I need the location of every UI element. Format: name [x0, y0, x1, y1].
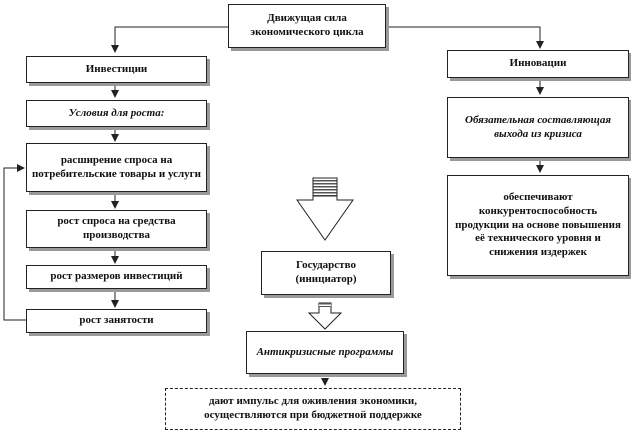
mandatory-component-box: Обязательная составляющая выхода из криз… — [447, 97, 629, 158]
investment-size-text: рост размеров инвестиций — [50, 270, 183, 283]
arrow-top-to-investments — [111, 26, 228, 53]
programs-text: Антикризисные программы — [256, 345, 394, 358]
innovations-text: Инновации — [509, 57, 567, 70]
feedback-loop-arrow — [3, 164, 26, 321]
large-block-arrow — [296, 177, 354, 241]
programs-box: Антикризисные программы — [246, 331, 404, 374]
investment-size-box: рост размеров инвестиций — [26, 265, 207, 289]
driving-force-box: Движущая сила экономического цикла — [228, 4, 386, 48]
result-box: дают импульс для оживления экономики, ос… — [165, 388, 461, 430]
competitiveness-box: обеспечивают конкурентоспособность проду… — [447, 175, 629, 276]
competitiveness-text: обеспечивают конкурентоспособность проду… — [455, 191, 621, 259]
demand-growth-box: расширение спроса на потребительские тов… — [26, 143, 207, 192]
innovations-box: Инновации — [447, 50, 629, 78]
state-box: Государство (инициатор) — [261, 251, 391, 295]
demand-growth-text: расширение спроса на потребительские тов… — [31, 153, 202, 180]
means-growth-box: рост спроса на средства производства — [26, 210, 207, 248]
state-text: Государство (инициатор) — [295, 259, 357, 285]
mandatory-component-text: Обязательная составляющая выхода из криз… — [465, 113, 611, 140]
result-text: дают импульс для оживления экономики, ос… — [204, 395, 422, 421]
investments-box: Инвестиции — [26, 56, 207, 83]
small-block-arrow — [307, 302, 343, 330]
driving-force-text: Движущая сила экономического цикла — [250, 12, 364, 38]
conditions-box: Условия для роста: — [26, 100, 207, 127]
arrow-top-to-innovations — [386, 26, 544, 49]
means-growth-text: рост спроса на средства производства — [57, 215, 176, 241]
conditions-text: Условия для роста: — [68, 106, 165, 119]
employment-box: рост занятости — [26, 309, 207, 333]
employment-text: рост занятости — [79, 314, 154, 327]
investments-text: Инвестиции — [85, 62, 148, 75]
